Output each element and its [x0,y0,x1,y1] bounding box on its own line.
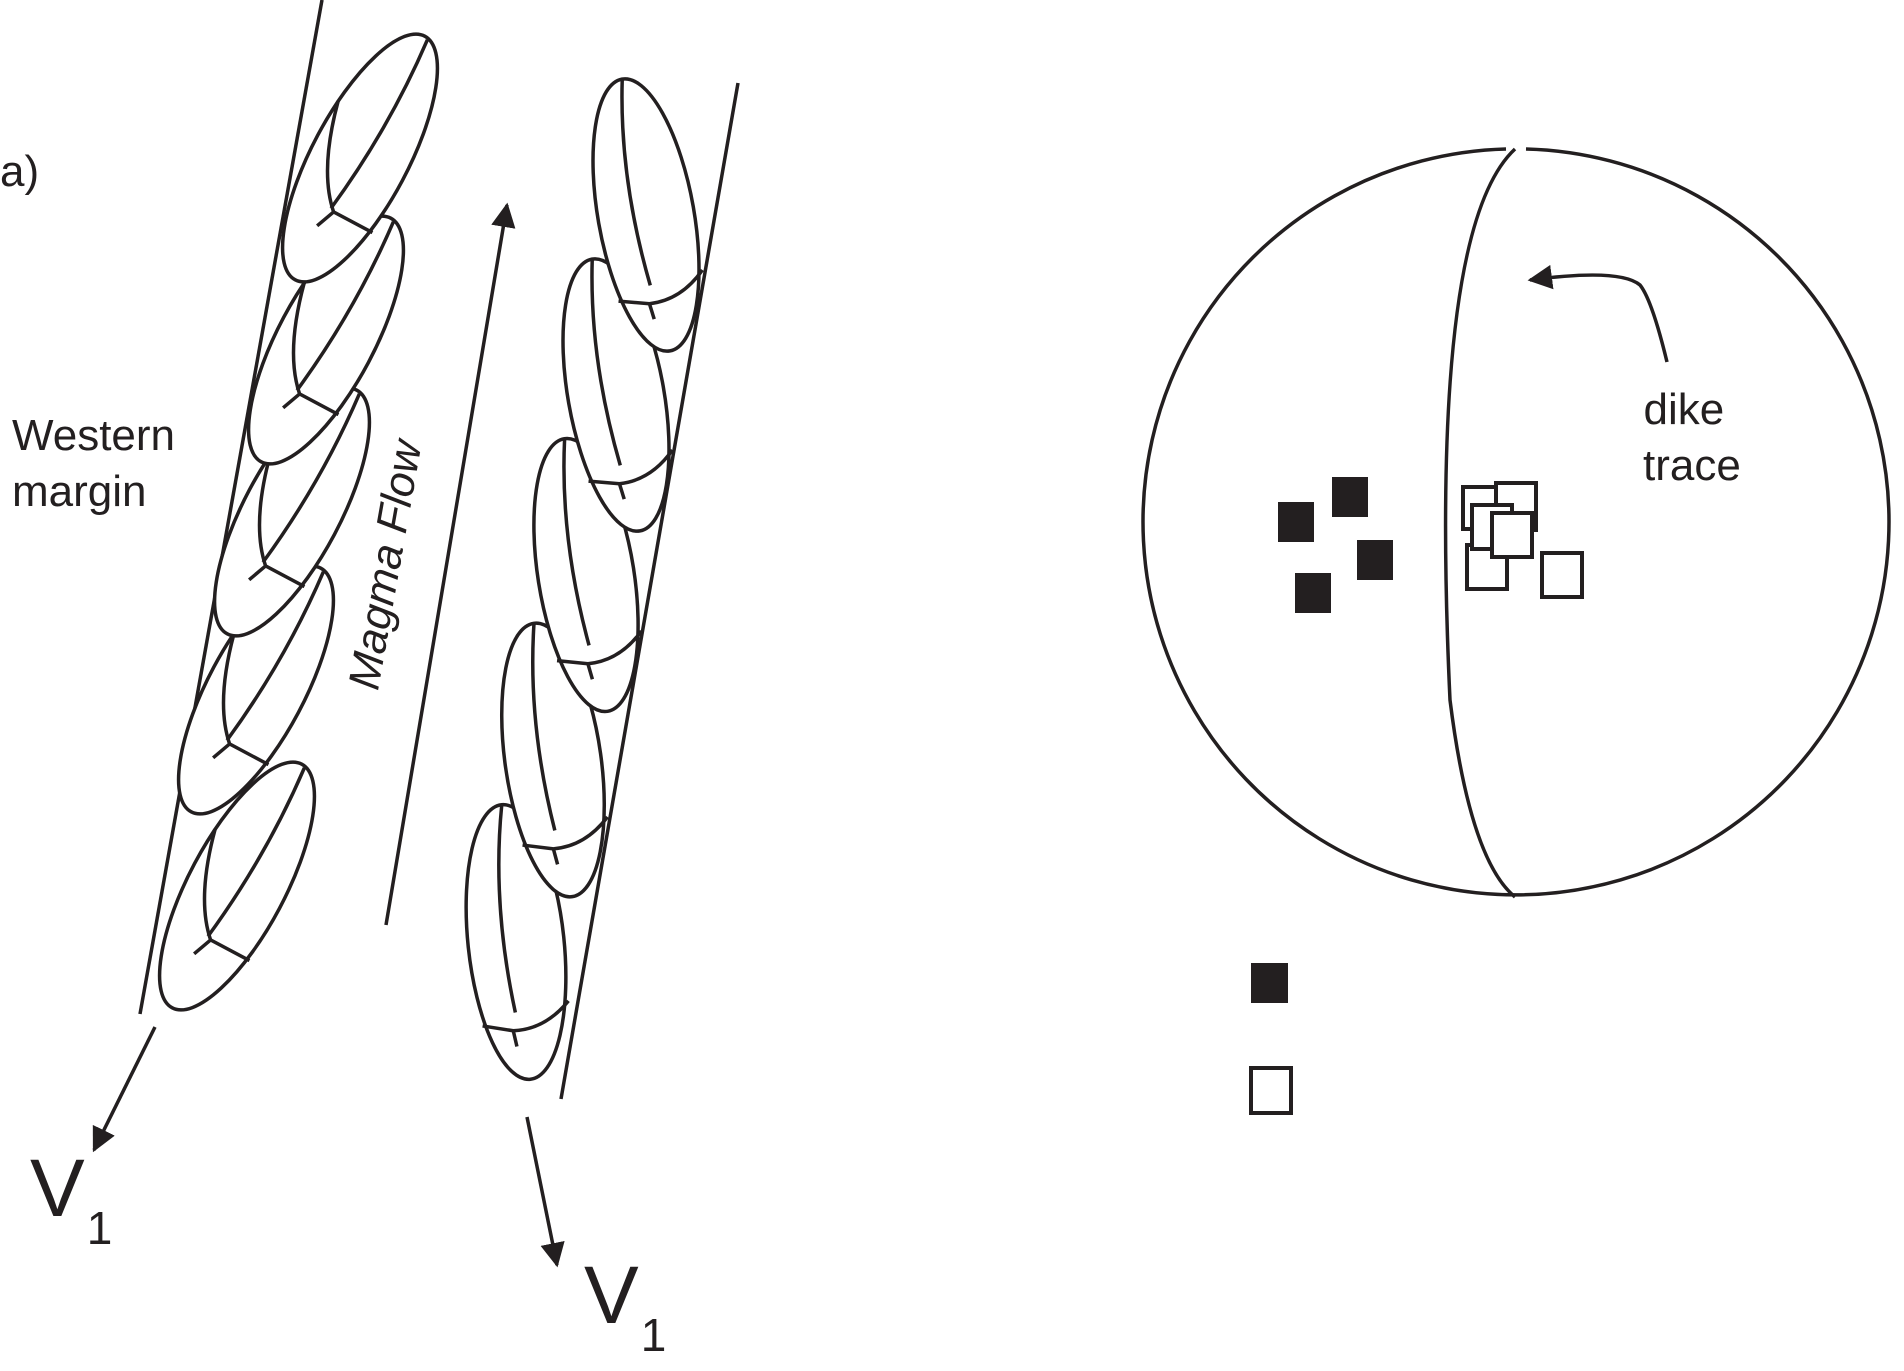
western-margin-label-line2: margin [12,467,147,516]
dike-trace-pointer [1527,264,1669,363]
open-data-points [1461,481,1584,599]
v1-left-subscript: 1 [86,1202,113,1254]
v1-label-left: V1 [30,1148,113,1254]
filled-data-points [1278,477,1393,613]
stereonet [1141,147,1891,899]
dike-trace-label: dike trace [1627,382,1741,494]
western-margin-label: Western margin [12,408,175,520]
v1-left-main: V [30,1143,85,1234]
dike-trace-label-line2: trace [1643,441,1741,490]
panel-label: a) [0,147,40,196]
legend-open-square [1249,1066,1293,1115]
dike-trace-great-circle [1443,147,1517,899]
v1-arrow-right [525,1116,565,1268]
dike-trace-label-line1: dike [1643,385,1725,434]
v1-right-subscript: 1 [640,1309,667,1361]
western-margin-label-line1: Western [12,411,176,460]
magma-flow-arrow [384,202,516,926]
eastern-margin-line [559,82,740,1100]
eastern-fabric-ellipses [452,69,719,1087]
v1-label-right: V1 [584,1255,667,1361]
legend-filled-square [1251,963,1288,1003]
v1-arrow-left [92,1026,157,1153]
v1-right-main: V [584,1250,639,1341]
western-margin-line [138,0,324,1015]
legend [1249,963,1293,1115]
